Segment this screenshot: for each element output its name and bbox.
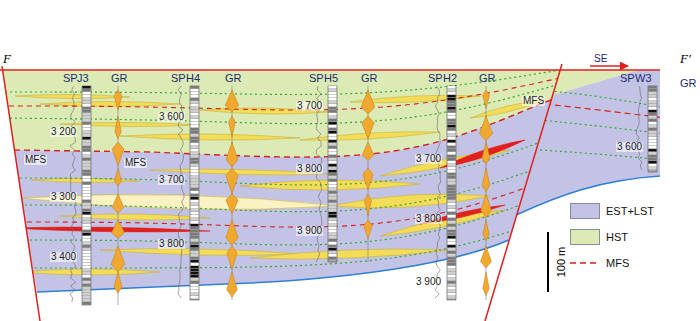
- parasequence-boundary: [0, 70, 560, 94]
- sand-lens: [40, 102, 180, 107]
- well-name: J3: [77, 73, 89, 84]
- direction-arrow: [590, 65, 628, 67]
- parasequence-boundary: [540, 120, 665, 134]
- sand-lens: [120, 134, 300, 140]
- depth-label: 3 400: [50, 252, 77, 262]
- legend-label: HST: [606, 232, 628, 243]
- depth-label: 3 300: [50, 192, 77, 202]
- depth-label: 3 900: [296, 226, 323, 236]
- log-name: SP: [309, 73, 324, 84]
- depth-label: 3 200: [50, 127, 77, 137]
- depth-label: 3 800: [415, 214, 442, 224]
- well-name: H4: [186, 73, 200, 84]
- hst-fill-right: [553, 70, 640, 95]
- log-name: GR: [111, 73, 128, 84]
- log-name: GR: [680, 78, 697, 89]
- log-name: GR: [479, 73, 496, 84]
- log-name: SP: [171, 73, 186, 84]
- legend-swatch: [570, 203, 600, 219]
- fault-right: [485, 64, 562, 321]
- well-log: [178, 86, 239, 300]
- lst-fill: [14, 100, 551, 292]
- legend-label: MFS: [606, 258, 629, 269]
- depth-label: 3 800: [158, 239, 185, 249]
- scale-bar: [547, 232, 549, 292]
- legend-swatch: [570, 229, 600, 245]
- fault-name: F′: [680, 52, 691, 65]
- well-name: W3: [635, 73, 652, 84]
- well-log: [316, 86, 375, 262]
- surface-label: MFS: [24, 155, 47, 165]
- mfs-line: [14, 100, 551, 157]
- log-name: GR: [361, 73, 378, 84]
- mfs-line: [545, 104, 665, 118]
- well-log: [70, 86, 125, 305]
- depth-label: 3 700: [158, 175, 185, 185]
- well-log: [435, 86, 493, 300]
- well-log: [636, 86, 657, 172]
- log-name: GR: [225, 73, 242, 84]
- lst-fill-right: [516, 70, 660, 215]
- depth-label: 3 700: [415, 154, 442, 164]
- direction-label: SE: [594, 54, 607, 64]
- flooding-surface: [0, 175, 560, 227]
- fault-name: F: [3, 52, 11, 65]
- log-name: SP: [620, 73, 635, 84]
- log-name: SP: [428, 73, 443, 84]
- depth-label: 3 600: [158, 112, 185, 122]
- depth-label: 3 800: [296, 164, 323, 174]
- legend-line-sample: [570, 262, 600, 264]
- scale-label: 100 m: [556, 247, 567, 278]
- depth-label: 3 600: [616, 142, 643, 152]
- surface-label: MFS: [124, 158, 147, 168]
- parasequence-boundary: [540, 150, 665, 160]
- depth-label: 3 900: [415, 277, 442, 287]
- fault-left: [2, 66, 40, 321]
- legend-label: EST+LST: [606, 206, 654, 217]
- sand-lens: [330, 194, 490, 208]
- sand-lens: [100, 249, 300, 256]
- sequence-base: [37, 240, 509, 292]
- well-name: H2: [443, 73, 457, 84]
- surface-label: MFS: [522, 96, 545, 106]
- sand-lens: [20, 269, 160, 275]
- log-name: SP: [63, 73, 78, 84]
- well-name: H5: [324, 73, 338, 84]
- depth-label: 3 700: [296, 101, 323, 111]
